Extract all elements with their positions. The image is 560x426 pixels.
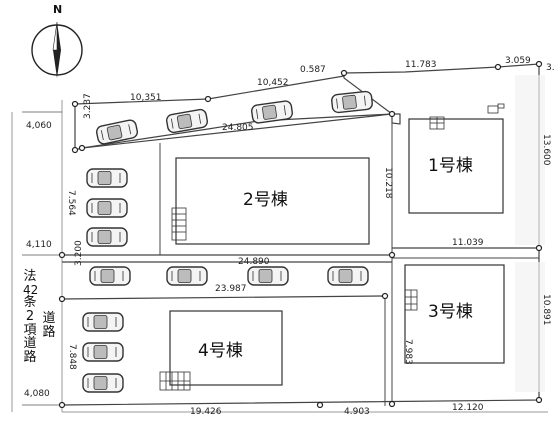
dim-lot4-right: 7.983 <box>403 339 413 365</box>
road-char: 2 <box>25 308 35 324</box>
utility-marker <box>487 103 505 114</box>
building-3-footprint <box>404 264 505 364</box>
road-label-col2: 道 路 <box>42 312 56 339</box>
dim-lot2-left: 7.564 <box>66 190 76 216</box>
dim-lot2-right: 10.218 <box>383 167 393 199</box>
dim-bottom-12120: 12.120 <box>452 403 484 413</box>
dim-bottom-4903: 4.903 <box>344 407 370 417</box>
car <box>330 90 374 114</box>
car <box>250 99 294 125</box>
road-char: 道 <box>23 336 37 352</box>
dim-left-4080: 4,080 <box>24 389 50 399</box>
dim-mid-24890: 24.890 <box>238 257 270 267</box>
road-char: 42 <box>23 282 39 297</box>
building-4-entry-fixture <box>159 371 191 391</box>
boundary-markers <box>58 60 543 409</box>
car <box>82 373 124 393</box>
building-2-label: 2号棟 <box>243 190 288 210</box>
dim-top-3: 3. <box>546 63 555 73</box>
building-2-footprint <box>175 157 370 245</box>
car <box>86 168 128 188</box>
lot4-driveway-bottom <box>61 295 386 300</box>
dim-lot2-top: 24.805 <box>222 123 254 133</box>
building-3-label: 3号棟 <box>428 302 473 322</box>
dim-mid-11039: 11.039 <box>452 238 484 248</box>
building-4-label: 4号棟 <box>198 341 243 361</box>
north-compass-icon <box>31 21 83 78</box>
road-char: 道 <box>42 311 56 326</box>
car <box>247 266 289 286</box>
road-char: 路 <box>42 324 56 340</box>
dim-top-0587: 0.587 <box>300 65 326 75</box>
boundary-top-left <box>74 98 209 105</box>
car <box>86 227 128 247</box>
car <box>82 312 124 332</box>
north-label: N <box>53 3 63 16</box>
building-3-entry-fixture <box>404 289 418 311</box>
building-4-footprint <box>169 310 283 386</box>
dim-right-13600: 13.600 <box>541 134 551 166</box>
faded-overlay <box>515 75 545 392</box>
car <box>94 118 140 146</box>
car <box>166 266 208 286</box>
road-char: 条 <box>23 295 37 311</box>
dim-top-11783: 11.783 <box>405 60 437 70</box>
dim-top-10351: 10,351 <box>130 93 162 103</box>
dim-left-4110: 4,110 <box>26 240 52 250</box>
building-1-label: 1号棟 <box>428 156 473 176</box>
dim-diag-3237: 3.237 <box>83 93 93 119</box>
car <box>89 266 131 286</box>
road-char: 路 <box>23 349 37 365</box>
car <box>82 342 124 362</box>
dim-lot4-3200: 3.200 <box>74 240 84 266</box>
lot2-driveway-edge <box>81 113 393 149</box>
building-1-entry-fixture <box>429 116 445 130</box>
car <box>327 266 369 286</box>
building-2-stairs <box>171 207 187 241</box>
road-char: 法 <box>23 269 37 284</box>
boundary-top-mid <box>207 75 345 100</box>
dim-top-10452: 10,452 <box>257 78 289 88</box>
car <box>86 198 128 218</box>
dim-top-3059: 3.059 <box>505 56 531 66</box>
dim-right-10891: 10.891 <box>541 294 551 326</box>
dim-mid-23987: 23.987 <box>215 284 247 294</box>
road-char: 項 <box>23 322 37 338</box>
site-boundary <box>61 63 540 406</box>
dim-left-4060: 4,060 <box>26 121 52 131</box>
dim-lot4-left: 7.848 <box>67 344 77 370</box>
building-1-footprint <box>408 118 504 214</box>
road-label-col1: 法 42 条 2 項 道 路 <box>23 269 39 365</box>
dim-bottom-19426: 19.426 <box>190 407 222 417</box>
